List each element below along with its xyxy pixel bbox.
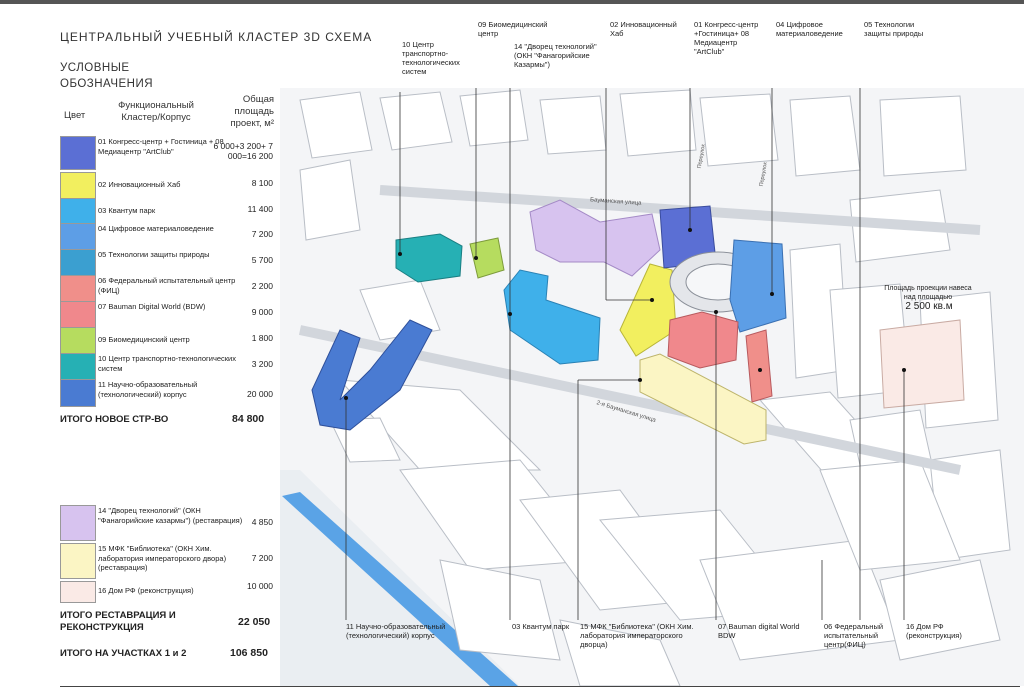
legend-row: 05 Технологии защиты природы 5 700	[60, 249, 285, 277]
legend-swatch	[60, 327, 96, 355]
callout-02: 02 Инновационный Хаб	[610, 20, 677, 38]
building-16	[879, 319, 965, 409]
legend-row-value: 8 100	[251, 178, 273, 188]
legend-row-value: 5 700	[251, 255, 273, 265]
total-new-value: 84 800	[232, 413, 265, 425]
legend-row-label: 10 Центр транспортно-технологических сис…	[98, 354, 236, 373]
callout-04: 04 Цифровое материаловедение	[776, 20, 843, 38]
legend-swatch	[60, 249, 96, 277]
legend-row: 06 Федеральный испытательный центр (ФИЦ)…	[60, 275, 285, 303]
bottom-border	[60, 686, 1020, 687]
legend-row: 02 Инновационный Хаб 8 100	[60, 172, 285, 200]
legend-swatch	[60, 353, 96, 381]
legend-swatch	[60, 505, 96, 541]
canopy-label: Площадь проекции навеса над площадью	[884, 285, 972, 301]
legend-row-value: 4 850	[251, 517, 273, 527]
legend-row-value: 6 000+3 200+ 7 000=16 200	[213, 141, 273, 161]
legend-swatch	[60, 581, 96, 603]
total-all-value: 106 850	[230, 647, 268, 659]
legend-swatch	[60, 301, 96, 329]
building-10	[395, 233, 463, 283]
callout-05: 05 Технологии защиты природы	[864, 20, 924, 38]
callout-01: 01 Конгресс-центр +Гостиница+ 08 Медиаце…	[694, 20, 759, 56]
legend-row: 04 Цифровое материаловедение 7 200	[60, 223, 285, 251]
legend-row-value: 20 000	[247, 389, 273, 399]
callout-15: 15 МФК "Библиотека" (ОКН Хим. лаборатори…	[580, 622, 694, 649]
legend-heading: УСЛОВНЫЕ ОБОЗНАЧЕНИЯ	[60, 62, 154, 90]
legend-row-label: 16 Дом РФ (реконструкция)	[98, 586, 194, 595]
legend-row: 03 Квантум парк 11 400	[60, 198, 285, 226]
legend-row-value: 9 000	[251, 307, 273, 317]
callout-07: 07 Bauman digital World BDW	[718, 622, 800, 640]
building-06	[745, 329, 773, 403]
legend-row: 11 Научно-образовательный (технологическ…	[60, 379, 285, 407]
legend-row-label: 07 Bauman Digital World (BDW)	[98, 302, 206, 311]
legend-row-label: 01 Конгресс-центр + Гостиница + 08 Медиа…	[98, 137, 224, 156]
legend-row-label: 02 Инновационный Хаб	[98, 180, 181, 189]
legend-row: 09 Биомедицинский центр 1 800	[60, 327, 285, 355]
legend-row-value: 3 200	[251, 359, 273, 369]
legend-col-color: Цвет	[64, 110, 86, 121]
legend-row: 01 Конгресс-центр + Гостиница + 08 Медиа…	[60, 136, 285, 170]
legend-swatch	[60, 275, 96, 303]
callout-10: 10 Центр транспортно-технологических сис…	[402, 40, 460, 76]
total-rest-label: ИТОГО РЕСТАВРАЦИЯ И РЕКОНСТРУКЦИЯ	[60, 610, 176, 633]
legend-row-label: 05 Технологии защиты природы	[98, 250, 210, 259]
canopy-area: 2 500 кв.м	[905, 301, 953, 312]
legend-row-label: 03 Квантум парк	[98, 206, 156, 215]
legend-row: 16 Дом РФ (реконструкция) 10 000	[60, 581, 285, 603]
building-09	[469, 237, 505, 279]
legend-row-value: 7 200	[251, 229, 273, 239]
legend-swatch	[60, 223, 96, 251]
legend-row-label: 15 МФК "Библиотека" (ОКН Хим. лаборатори…	[98, 544, 227, 572]
legend-row: 10 Центр транспортно-технологических сис…	[60, 353, 285, 381]
legend-row-value: 11 400	[247, 204, 273, 214]
legend-swatch	[60, 379, 96, 407]
legend-row-label: 11 Научно-образовательный (технологическ…	[98, 380, 198, 399]
legend-row-value: 7 200	[251, 553, 273, 563]
building-04	[729, 239, 787, 333]
building-14	[529, 199, 661, 277]
callout-14: 14 "Дворец технологий" (ОКН "Фанагорийск…	[514, 42, 597, 69]
callout-11: 11 Научно-образовательный (технологическ…	[346, 622, 446, 640]
legend-row: 14 "Дворец технологий" (ОКН "Фанагорийск…	[60, 505, 285, 541]
building-11	[311, 319, 433, 431]
legend-row: 07 Bauman Digital World (BDW) 9 000	[60, 301, 285, 329]
legend-col-area: Общая площадь проект, м²	[230, 94, 274, 129]
legend-row-value: 2 200	[251, 281, 273, 291]
callout-03: 03 Квантум парк	[512, 622, 570, 631]
legend-row-label: 04 Цифровое материаловедение	[98, 224, 214, 233]
context-buildings	[299, 89, 1011, 686]
building-03	[503, 269, 601, 365]
legend-swatch	[60, 136, 96, 170]
legend-row-label: 06 Федеральный испытательный центр (ФИЦ)	[98, 276, 236, 295]
legend-row-label: 09 Биомедицинский центр	[98, 335, 190, 344]
legend-swatch	[60, 172, 96, 200]
legend-swatch	[60, 543, 96, 579]
building-07	[667, 311, 739, 369]
building-15	[639, 353, 767, 445]
legend-row-value: 1 800	[251, 333, 273, 343]
total-new-label: ИТОГО НОВОЕ СТР-ВО	[60, 414, 169, 425]
total-all-label: ИТОГО НА УЧАСТКАХ 1 и 2	[60, 648, 187, 659]
page-title: ЦЕНТРАЛЬНЫЙ УЧЕБНЫЙ КЛАСТЕР 3D СХЕМА	[60, 30, 373, 44]
callout-06: 06 Федеральный испытательный центр(ФИЦ)	[824, 622, 884, 649]
legend-col-cluster: Функциональный Кластер/Корпус	[118, 100, 194, 123]
top-border	[0, 0, 1024, 4]
callout-16: 16 Дом РФ (реконструкция)	[906, 622, 962, 640]
legend-row: 15 МФК "Библиотека" (ОКН Хим. лаборатори…	[60, 543, 285, 579]
callout-leaders	[345, 88, 905, 620]
building-02	[619, 263, 677, 357]
site-3d-map	[280, 88, 1024, 686]
legend-row-label: 14 "Дворец технологий" (ОКН "Фанагорийск…	[98, 506, 243, 525]
legend-swatch	[60, 198, 96, 226]
total-rest-value: 22 050	[238, 616, 271, 628]
callout-09: 09 Биомедицинский центр	[478, 20, 548, 38]
callout-dots	[344, 228, 906, 400]
legend-row-value: 10 000	[247, 581, 273, 591]
